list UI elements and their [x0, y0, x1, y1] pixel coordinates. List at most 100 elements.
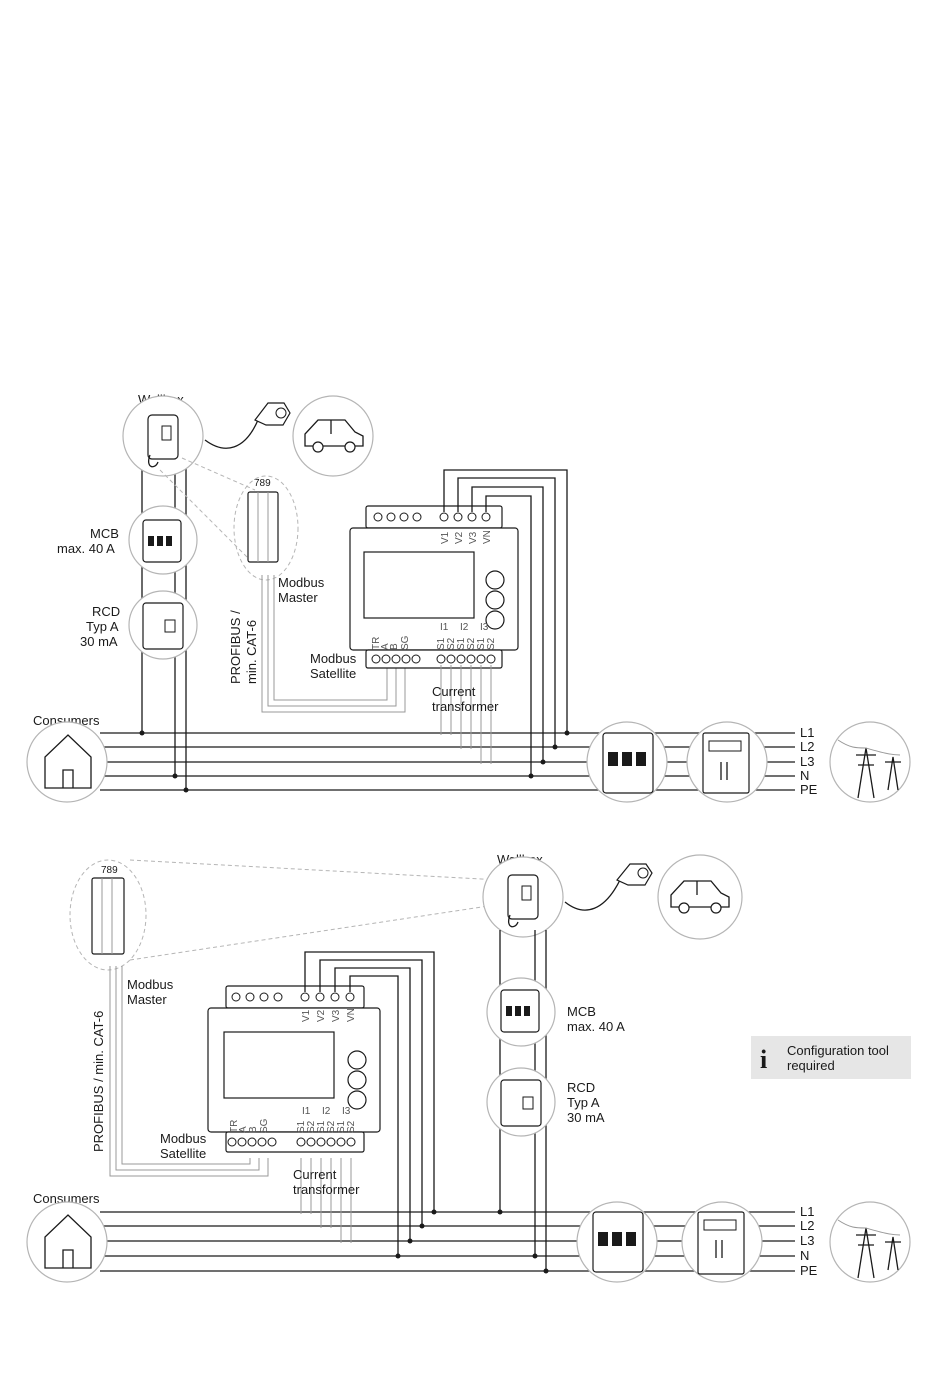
terminal-s1-b: S1: [456, 637, 467, 650]
terminal-b-b: B: [248, 1126, 259, 1133]
mcb-rating-b: max. 40 A: [567, 1019, 625, 1034]
terminal-tr-b: TR: [229, 1120, 240, 1133]
line-label-n-b: N: [800, 1248, 809, 1263]
terminal-s2-b-b: S2: [326, 1120, 337, 1133]
rcd-rating: 30 mA: [80, 634, 118, 649]
grid-meter-icon: [686, 721, 768, 803]
diagram-bottom: L1 L2 L3 N PE Consumers 789 Modbus Maste…: [26, 852, 911, 1283]
line-label-l1: L1: [800, 725, 814, 740]
terminal-tr: TR: [371, 637, 382, 650]
terminal-s1-a-b: S1: [296, 1120, 307, 1133]
terminal-s1-c-b: S1: [336, 1120, 347, 1133]
module-number-b: 789: [101, 865, 118, 876]
house-icon: [26, 721, 108, 803]
current-transformer-label-b-2: transformer: [293, 1182, 360, 1197]
terminal-s2-c: S2: [486, 637, 497, 650]
terminal-i1-b: I1: [302, 1106, 311, 1117]
rcd-label: RCD: [92, 604, 120, 619]
mcb-rating: max. 40 A: [57, 541, 115, 556]
line-label-n: N: [800, 768, 809, 783]
line-label-l3: L3: [800, 754, 814, 769]
car-icon-b: [657, 854, 743, 940]
cable-label-2: min. CAT-6: [244, 620, 259, 684]
bus-lines-bottom: L1 L2 L3 N PE: [100, 1204, 818, 1278]
terminal-v2-b: V2: [316, 1009, 327, 1022]
terminal-i2-b: I2: [322, 1106, 331, 1117]
terminal-i1: I1: [440, 622, 449, 633]
mcb-label-b: MCB: [567, 1004, 596, 1019]
charging-plug-icon: [254, 402, 291, 426]
rcd-type: Typ A: [86, 619, 119, 634]
cable-label-b: PROFIBUS / min. CAT-6: [91, 1011, 106, 1152]
current-transformer-label: Current: [432, 684, 476, 699]
mcb-label: MCB: [90, 526, 119, 541]
terminal-vn: VN: [482, 530, 493, 544]
info-icon: i: [760, 1045, 767, 1074]
terminal-v3-b: V3: [331, 1009, 342, 1022]
modbus-master-label: Modbus: [278, 575, 325, 590]
current-transformer-label-2: transformer: [432, 699, 499, 714]
config-note-line-1: Configuration tool: [787, 1043, 889, 1058]
module-number: 789: [254, 478, 271, 489]
terminal-sg-b: SG: [259, 1118, 270, 1133]
main-breaker-icon: [586, 721, 668, 803]
terminal-v1-b: V1: [301, 1009, 312, 1022]
rcd-icon-b: [486, 1067, 556, 1137]
energy-meter-icon-b: [207, 985, 381, 1153]
terminal-b: B: [389, 643, 400, 650]
house-icon-b: [26, 1201, 108, 1283]
mcb-icon: [128, 505, 198, 575]
power-pylon-icon-b: [829, 1201, 911, 1283]
mcb-icon-b: [486, 977, 556, 1047]
line-label-l3-b: L3: [800, 1233, 814, 1248]
terminal-a: A: [380, 643, 391, 650]
rcd-rating-b: 30 mA: [567, 1110, 605, 1125]
wallbox-icon: [122, 395, 204, 477]
terminal-v3: V3: [468, 531, 479, 544]
terminal-s2-b: S2: [466, 637, 477, 650]
line-label-l1-b: L1: [800, 1204, 814, 1219]
terminal-s2-c-b: S2: [346, 1120, 357, 1133]
modbus-master-label-2: Master: [278, 590, 318, 605]
terminal-v1: V1: [440, 531, 451, 544]
modbus-master-module-icon: [233, 475, 299, 581]
line-label-pe: PE: [800, 782, 818, 797]
config-note-line-2: required: [787, 1058, 835, 1073]
current-transformer-label-b: Current: [293, 1167, 337, 1182]
car-icon: [292, 395, 374, 477]
charging-plug-icon-b: [616, 863, 653, 886]
terminal-a-b: A: [238, 1126, 249, 1133]
terminal-i2: I2: [460, 622, 469, 633]
modbus-satellite-label: Modbus: [310, 651, 357, 666]
terminal-i3-b: I3: [342, 1106, 351, 1117]
terminal-s2-a: S2: [446, 637, 457, 650]
modbus-master-label-b: Modbus: [127, 977, 174, 992]
diagram-top: L1 L2 L3 N PE Consumers Wallbox MCB m: [26, 392, 911, 803]
terminal-s1-b-b: S1: [316, 1120, 327, 1133]
modbus-satellite-label-b: Modbus: [160, 1131, 207, 1146]
cable-label: PROFIBUS /: [228, 610, 243, 684]
modbus-satellite-label-2: Satellite: [310, 666, 356, 681]
terminal-s1-c: S1: [476, 637, 487, 650]
consumers-label: Consumers: [33, 713, 100, 728]
energy-meter-icon: [349, 505, 519, 669]
modbus-master-module-icon-b: [69, 859, 147, 971]
line-label-pe-b: PE: [800, 1263, 818, 1278]
terminal-s1-a: S1: [436, 637, 447, 650]
rcd-icon: [128, 590, 198, 660]
terminal-v2: V2: [454, 531, 465, 544]
modbus-satellite-label-b-2: Satellite: [160, 1146, 206, 1161]
grid-meter-icon-b: [681, 1201, 763, 1283]
line-label-l2: L2: [800, 739, 814, 754]
terminal-vn-b: VN: [346, 1008, 357, 1022]
main-breaker-icon-b: [576, 1201, 658, 1283]
rcd-label-b: RCD: [567, 1080, 595, 1095]
wallbox-icon-b: [482, 856, 564, 938]
rcd-type-b: Typ A: [567, 1095, 600, 1110]
config-note: i Configuration tool required: [751, 1036, 911, 1079]
terminal-i3: I3: [480, 622, 489, 633]
modbus-master-label-b-2: Master: [127, 992, 167, 1007]
bus-lines-top: L1 L2 L3 N PE: [100, 725, 818, 797]
power-pylon-icon: [829, 721, 911, 803]
